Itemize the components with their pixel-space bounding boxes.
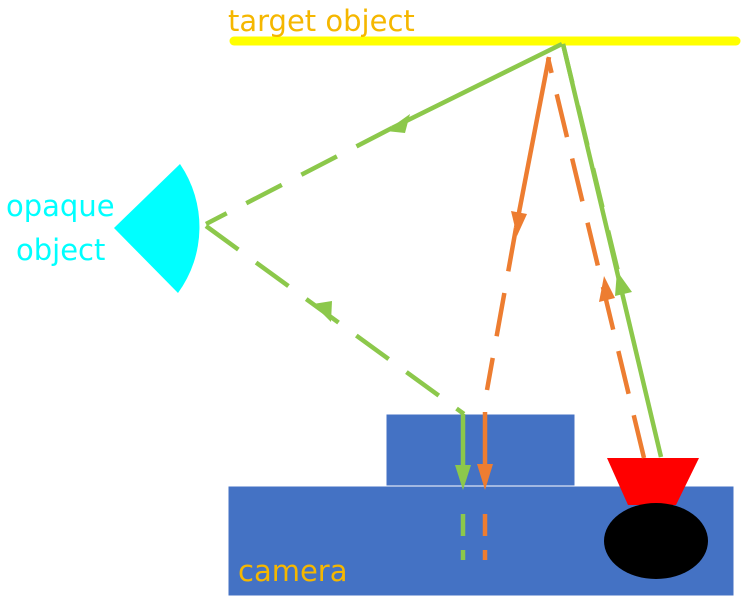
camera-label: camera (238, 554, 348, 588)
orange-ray-emitter-to-target (545, 57, 647, 459)
orange-ray-target-down-dashed (484, 227, 519, 391)
opaque-object-label-line2: object (16, 233, 105, 267)
camera-top-block (385, 413, 576, 489)
target-object-label: target object (228, 4, 415, 38)
green-arrowhead (615, 271, 632, 296)
orange-ray-target-down-solid (513, 56, 552, 229)
green-arrowhead (313, 301, 332, 322)
green-ray-opaque-to-camera (204, 224, 466, 416)
green-arrowhead (455, 465, 471, 490)
orange-arrowhead (599, 276, 615, 302)
light-emitter (607, 458, 699, 505)
opaque-object (114, 164, 200, 293)
green-ray-target-to-opaque-solid (391, 41, 563, 131)
orange-arrowhead (477, 464, 493, 490)
green-ray-target-to-opaque-dashed (204, 126, 394, 226)
green-arrowhead (386, 114, 410, 133)
green-ray-dashed-overlay (560, 43, 623, 281)
orange-arrowhead (511, 211, 527, 236)
green-light-path (204, 41, 664, 560)
orange-light-path (482, 56, 647, 560)
camera-lens (604, 503, 708, 579)
opaque-object-label-line1: opaque (6, 189, 115, 223)
